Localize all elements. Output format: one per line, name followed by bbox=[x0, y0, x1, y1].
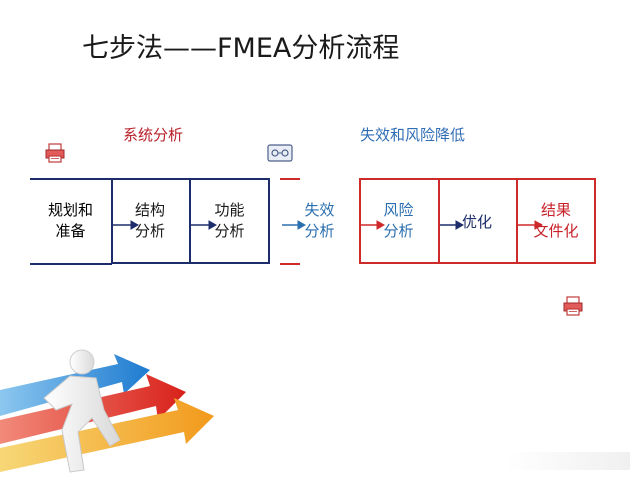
running-man-figure bbox=[43, 349, 121, 473]
step-label-line1: 风险 bbox=[383, 201, 414, 219]
step-label-line1: 功能 bbox=[214, 201, 245, 219]
step-label-line1: 失效 bbox=[304, 201, 335, 219]
page-title: 七步法——FMEA分析流程 bbox=[82, 33, 400, 64]
step-label-line1: 结构 bbox=[134, 201, 165, 219]
step-label-line1: 优化 bbox=[461, 213, 492, 231]
section-label-failure-risk-reduction: 失效和风险降低 bbox=[360, 126, 466, 144]
printer-icon bbox=[563, 296, 583, 316]
step-label-line1: 规划和 bbox=[47, 201, 93, 219]
running-man-arrows-illustration bbox=[0, 349, 214, 473]
cassette-icon bbox=[267, 144, 293, 162]
footer-decoration bbox=[505, 452, 630, 470]
step-results-documentation: 结果 文件化 bbox=[516, 178, 596, 264]
section-label-system-analysis: 系统分析 bbox=[123, 126, 184, 144]
arrow-5 bbox=[439, 220, 465, 230]
step-label-line2: 分析 bbox=[134, 222, 165, 240]
step-label-line1: 结果 bbox=[540, 201, 571, 219]
step-planning-preparation: 规划和 准备 bbox=[30, 178, 113, 264]
step-failure-analysis: 失效 分析 bbox=[280, 178, 361, 264]
step-structure-analysis: 结构 分析 bbox=[111, 178, 191, 264]
step-risk-analysis: 风险 分析 bbox=[359, 178, 440, 264]
arrow-3 bbox=[282, 220, 307, 230]
step-optimization: 优化 bbox=[438, 178, 518, 264]
printer-icon bbox=[45, 143, 65, 163]
step-label-line2: 准备 bbox=[55, 222, 86, 240]
step-label-line2: 文件化 bbox=[533, 222, 579, 240]
step-function-analysis: 功能 分析 bbox=[189, 178, 270, 264]
step-label-line2: 分析 bbox=[383, 222, 414, 240]
arrow-4 bbox=[360, 220, 386, 230]
step-label-line2: 分析 bbox=[304, 222, 335, 240]
arrow-1 bbox=[112, 220, 140, 230]
arrow-6 bbox=[517, 220, 544, 230]
arrow-2 bbox=[190, 220, 218, 230]
step-label-line2: 分析 bbox=[214, 222, 245, 240]
